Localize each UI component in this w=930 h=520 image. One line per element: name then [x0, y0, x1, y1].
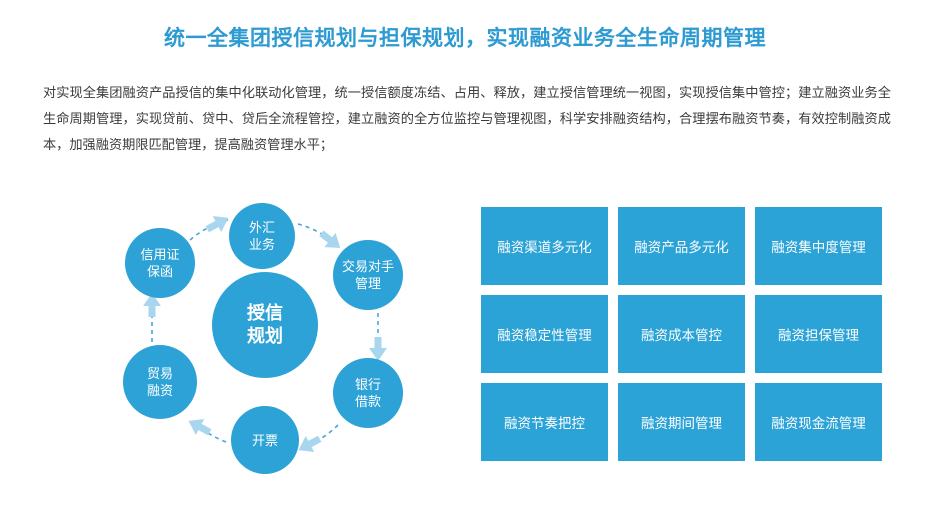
- cycle-node-label-line2: 保函: [146, 264, 173, 279]
- grid-cell-label: 融资担保管理: [778, 328, 859, 343]
- grid-cell-label: 融资成本管控: [641, 328, 722, 343]
- cycle-node-maoyi-rongzi[interactable]: 贸易 融资: [123, 345, 197, 419]
- arrow-head-kaipiao-to-maoyi: [184, 412, 214, 441]
- cycle-node-label-line2: 融资: [146, 383, 173, 398]
- cycle-node-label-line1: 开票: [251, 432, 278, 448]
- grid-cell-label: 融资节奏把控: [504, 416, 585, 431]
- cycle-center-label-line1: 授信: [247, 303, 283, 323]
- arrow-path-yinhang-to-kaipiao: [305, 424, 339, 447]
- cycle-node-label-line1: 信用证: [140, 247, 180, 262]
- grid-cell-rongzi-chanpin-duoyuanhua[interactable]: 融资产品多元化: [618, 207, 745, 285]
- grid-cell-rongzi-wendingxing-guanli[interactable]: 融资稳定性管理: [481, 295, 608, 373]
- cycle-node-label-line2: 管理: [354, 276, 381, 291]
- grid-cell-rongzi-xianjinliu-guanli[interactable]: 融资现金流管理: [755, 383, 882, 461]
- cycle-node-yinhang-jiekuan[interactable]: 银行 借款: [333, 358, 403, 428]
- grid-cell-label: 融资渠道多元化: [497, 240, 592, 255]
- cycle-node-label-line2: 借款: [354, 394, 381, 409]
- cycle-node-jiaoyi-duishou-guanli[interactable]: 交易对手 管理: [333, 240, 403, 310]
- cycle-node-label-line1: 交易对手: [341, 259, 394, 274]
- credit-planning-cycle-diagram: 授信 规划 外汇 业务 交易对手 管理 银行 借款 开票: [90, 180, 430, 480]
- page-title: 统一全集团授信规划与担保规划，实现融资业务全生命周期管理: [164, 27, 766, 50]
- grid-cell-rongzi-jiezou-bakong[interactable]: 融资节奏把控: [481, 383, 608, 461]
- cycle-node-label-line2: 业务: [248, 237, 275, 252]
- grid-cell-rongzi-qijian-guanli[interactable]: 融资期间管理: [618, 383, 745, 461]
- grid-cell-label: 融资产品多元化: [634, 240, 729, 255]
- cycle-node-kaipiao[interactable]: 开票: [231, 406, 299, 474]
- financing-capability-grid: 融资渠道多元化 融资产品多元化 融资集中度管理 融资稳定性管理 融资成本管控 融…: [481, 207, 882, 461]
- cycle-node-label-line1: 外汇: [248, 220, 275, 235]
- cycle-center-label-line2: 规划: [247, 326, 283, 346]
- cycle-center-node[interactable]: 授信 规划: [212, 272, 318, 378]
- grid-cell-label: 融资现金流管理: [771, 416, 866, 431]
- body-paragraph: 对实现全集团融资产品授信的集中化联动化管理，统一授信额度冻结、占用、释放，建立授…: [43, 85, 891, 152]
- grid-cell-rongzi-qudao-duoyuanhua[interactable]: 融资渠道多元化: [481, 207, 608, 285]
- grid-cell-rongzi-jizhongdu-guanli[interactable]: 融资集中度管理: [755, 207, 882, 285]
- arrow-path-kaipiao-to-maoyi: [193, 421, 227, 443]
- grid-cell-label: 融资期间管理: [641, 416, 722, 431]
- cycle-arrows-group: [143, 209, 387, 459]
- grid-cell-rongzi-danbao-guanli[interactable]: 融资担保管理: [755, 295, 882, 373]
- cycle-node-xinyongzheng-baohan[interactable]: 信用证 保函: [125, 228, 195, 298]
- cycle-node-label-line1: 贸易: [146, 366, 173, 381]
- cycle-node-label-line1: 银行: [354, 377, 381, 392]
- grid-cell-rongzi-chengben-guankong[interactable]: 融资成本管控: [618, 295, 745, 373]
- grid-cell-label: 融资集中度管理: [771, 240, 866, 255]
- grid-cell-label: 融资稳定性管理: [497, 328, 592, 343]
- cycle-node-waihui-yewu[interactable]: 外汇 业务: [229, 203, 295, 269]
